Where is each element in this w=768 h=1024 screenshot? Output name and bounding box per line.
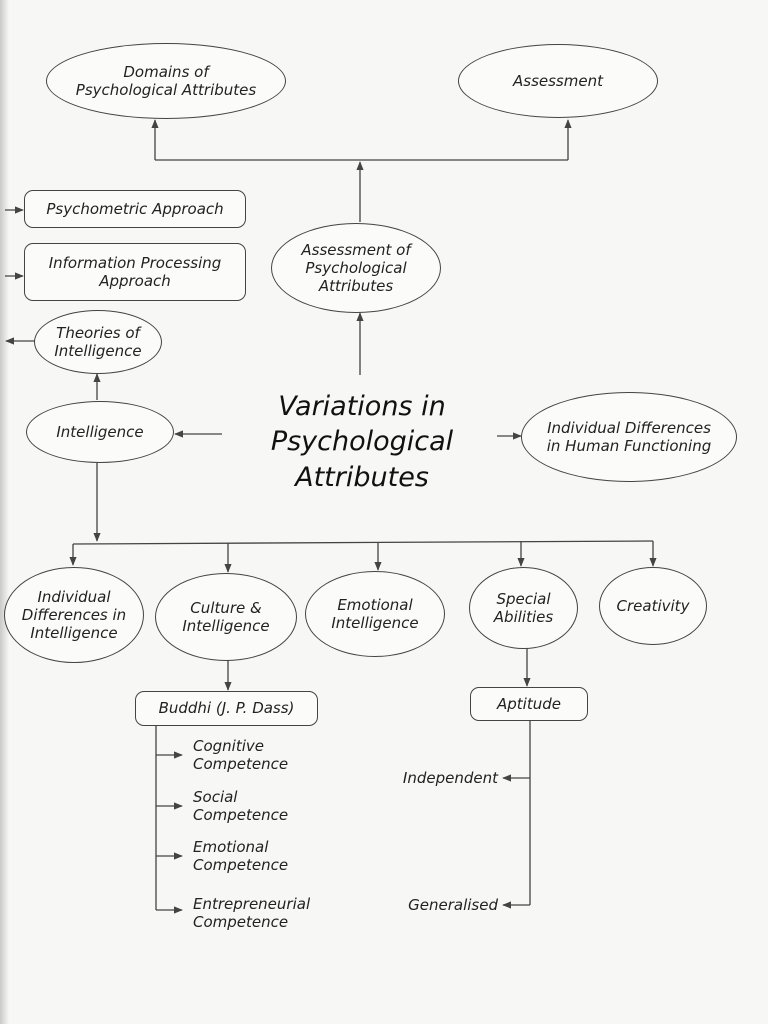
node-culture-intelligence: Culture & Intelligence bbox=[155, 573, 297, 661]
node-social-competence: Social Competence bbox=[193, 787, 289, 824]
diagram-title: Variations in Psychological Attributes bbox=[270, 391, 454, 493]
node-aptitude: Aptitude bbox=[470, 687, 588, 721]
node-psychometric-approach: Psychometric Approach bbox=[24, 190, 246, 228]
edge-bottom-bracket bbox=[72, 540, 654, 545]
node-assessment: Assessment bbox=[458, 44, 658, 118]
node-individual-differences-intelligence: Individual Differences in Intelligence bbox=[4, 567, 144, 663]
node-emotional-intelligence: Emotional Intelligence bbox=[305, 571, 445, 657]
node-intelligence: Intelligence bbox=[26, 401, 174, 463]
node-entrepreneurial-competence: Entrepreneurial Competence bbox=[193, 894, 311, 931]
node-buddhi: Buddhi (J. P. Dass) bbox=[135, 691, 318, 726]
node-generalised: Generalised bbox=[408, 895, 498, 914]
node-special-abilities: Special Abilities bbox=[469, 567, 578, 649]
node-theories-of-intelligence: Theories of Intelligence bbox=[34, 310, 162, 374]
node-cognitive-competence: Cognitive Competence bbox=[193, 736, 289, 773]
node-domains: Domains of Psychological Attributes bbox=[46, 43, 286, 119]
node-information-processing: Information Processing Approach bbox=[24, 243, 246, 301]
page-edge-shadow bbox=[0, 0, 9, 1024]
node-creativity: Creativity bbox=[599, 567, 707, 645]
node-assessment-of-attributes: Assessment of Psychological Attributes bbox=[271, 223, 441, 313]
node-emotional-competence: Emotional Competence bbox=[193, 837, 289, 874]
node-individual-differences-human: Individual Differences in Human Function… bbox=[521, 392, 737, 482]
node-independent: Independent bbox=[402, 768, 498, 787]
